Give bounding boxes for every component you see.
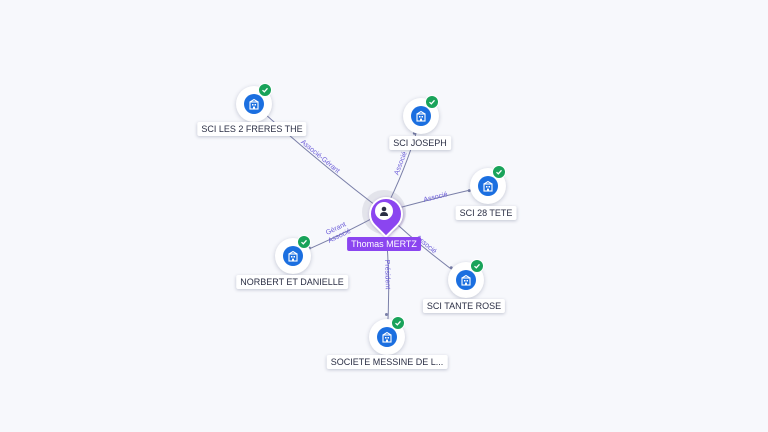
verified-check-icon	[425, 95, 439, 109]
edge-sci-les-2-freres	[253, 103, 385, 213]
company-building-icon	[244, 94, 264, 114]
edge-label: Associé	[423, 191, 449, 204]
company-node-label[interactable]: SCI 28 TETE	[455, 206, 517, 220]
company-node-norbert[interactable]	[275, 235, 315, 278]
company-building-icon	[411, 106, 431, 126]
verified-check-icon	[297, 235, 311, 249]
company-node-societe-messine[interactable]	[369, 316, 409, 359]
company-node-sci-joseph[interactable]	[403, 95, 443, 138]
company-building-icon	[377, 327, 397, 347]
company-node-sci-tante-rose[interactable]	[448, 259, 488, 302]
edge-label: Associé-Gérant	[299, 139, 341, 175]
company-node-label[interactable]: SCI LES 2 FRERES THE	[197, 122, 307, 136]
edge-label: Président	[383, 260, 391, 290]
company-node-label[interactable]: SCI JOSEPH	[389, 136, 451, 150]
company-building-icon	[283, 246, 303, 266]
company-node-label[interactable]: SOCIETE MESSINE DE L...	[326, 355, 448, 369]
center-node-label[interactable]: Thomas MERTZ	[347, 237, 421, 251]
person-icon	[375, 202, 393, 220]
edge-label: Associé	[393, 151, 408, 176]
verified-check-icon	[492, 165, 506, 179]
company-building-icon	[456, 270, 476, 290]
company-node-label[interactable]: NORBERT ET DANIELLE	[236, 275, 348, 289]
verified-check-icon	[391, 316, 405, 330]
edge-arrow	[384, 313, 388, 316]
company-building-icon	[478, 176, 498, 196]
verified-check-icon	[258, 83, 272, 97]
verified-check-icon	[470, 259, 484, 273]
company-node-label[interactable]: SCI TANTE ROSE	[422, 299, 506, 313]
company-node-sci-28-tete[interactable]	[470, 165, 510, 208]
company-node-sci-les-2-freres[interactable]	[236, 83, 276, 126]
